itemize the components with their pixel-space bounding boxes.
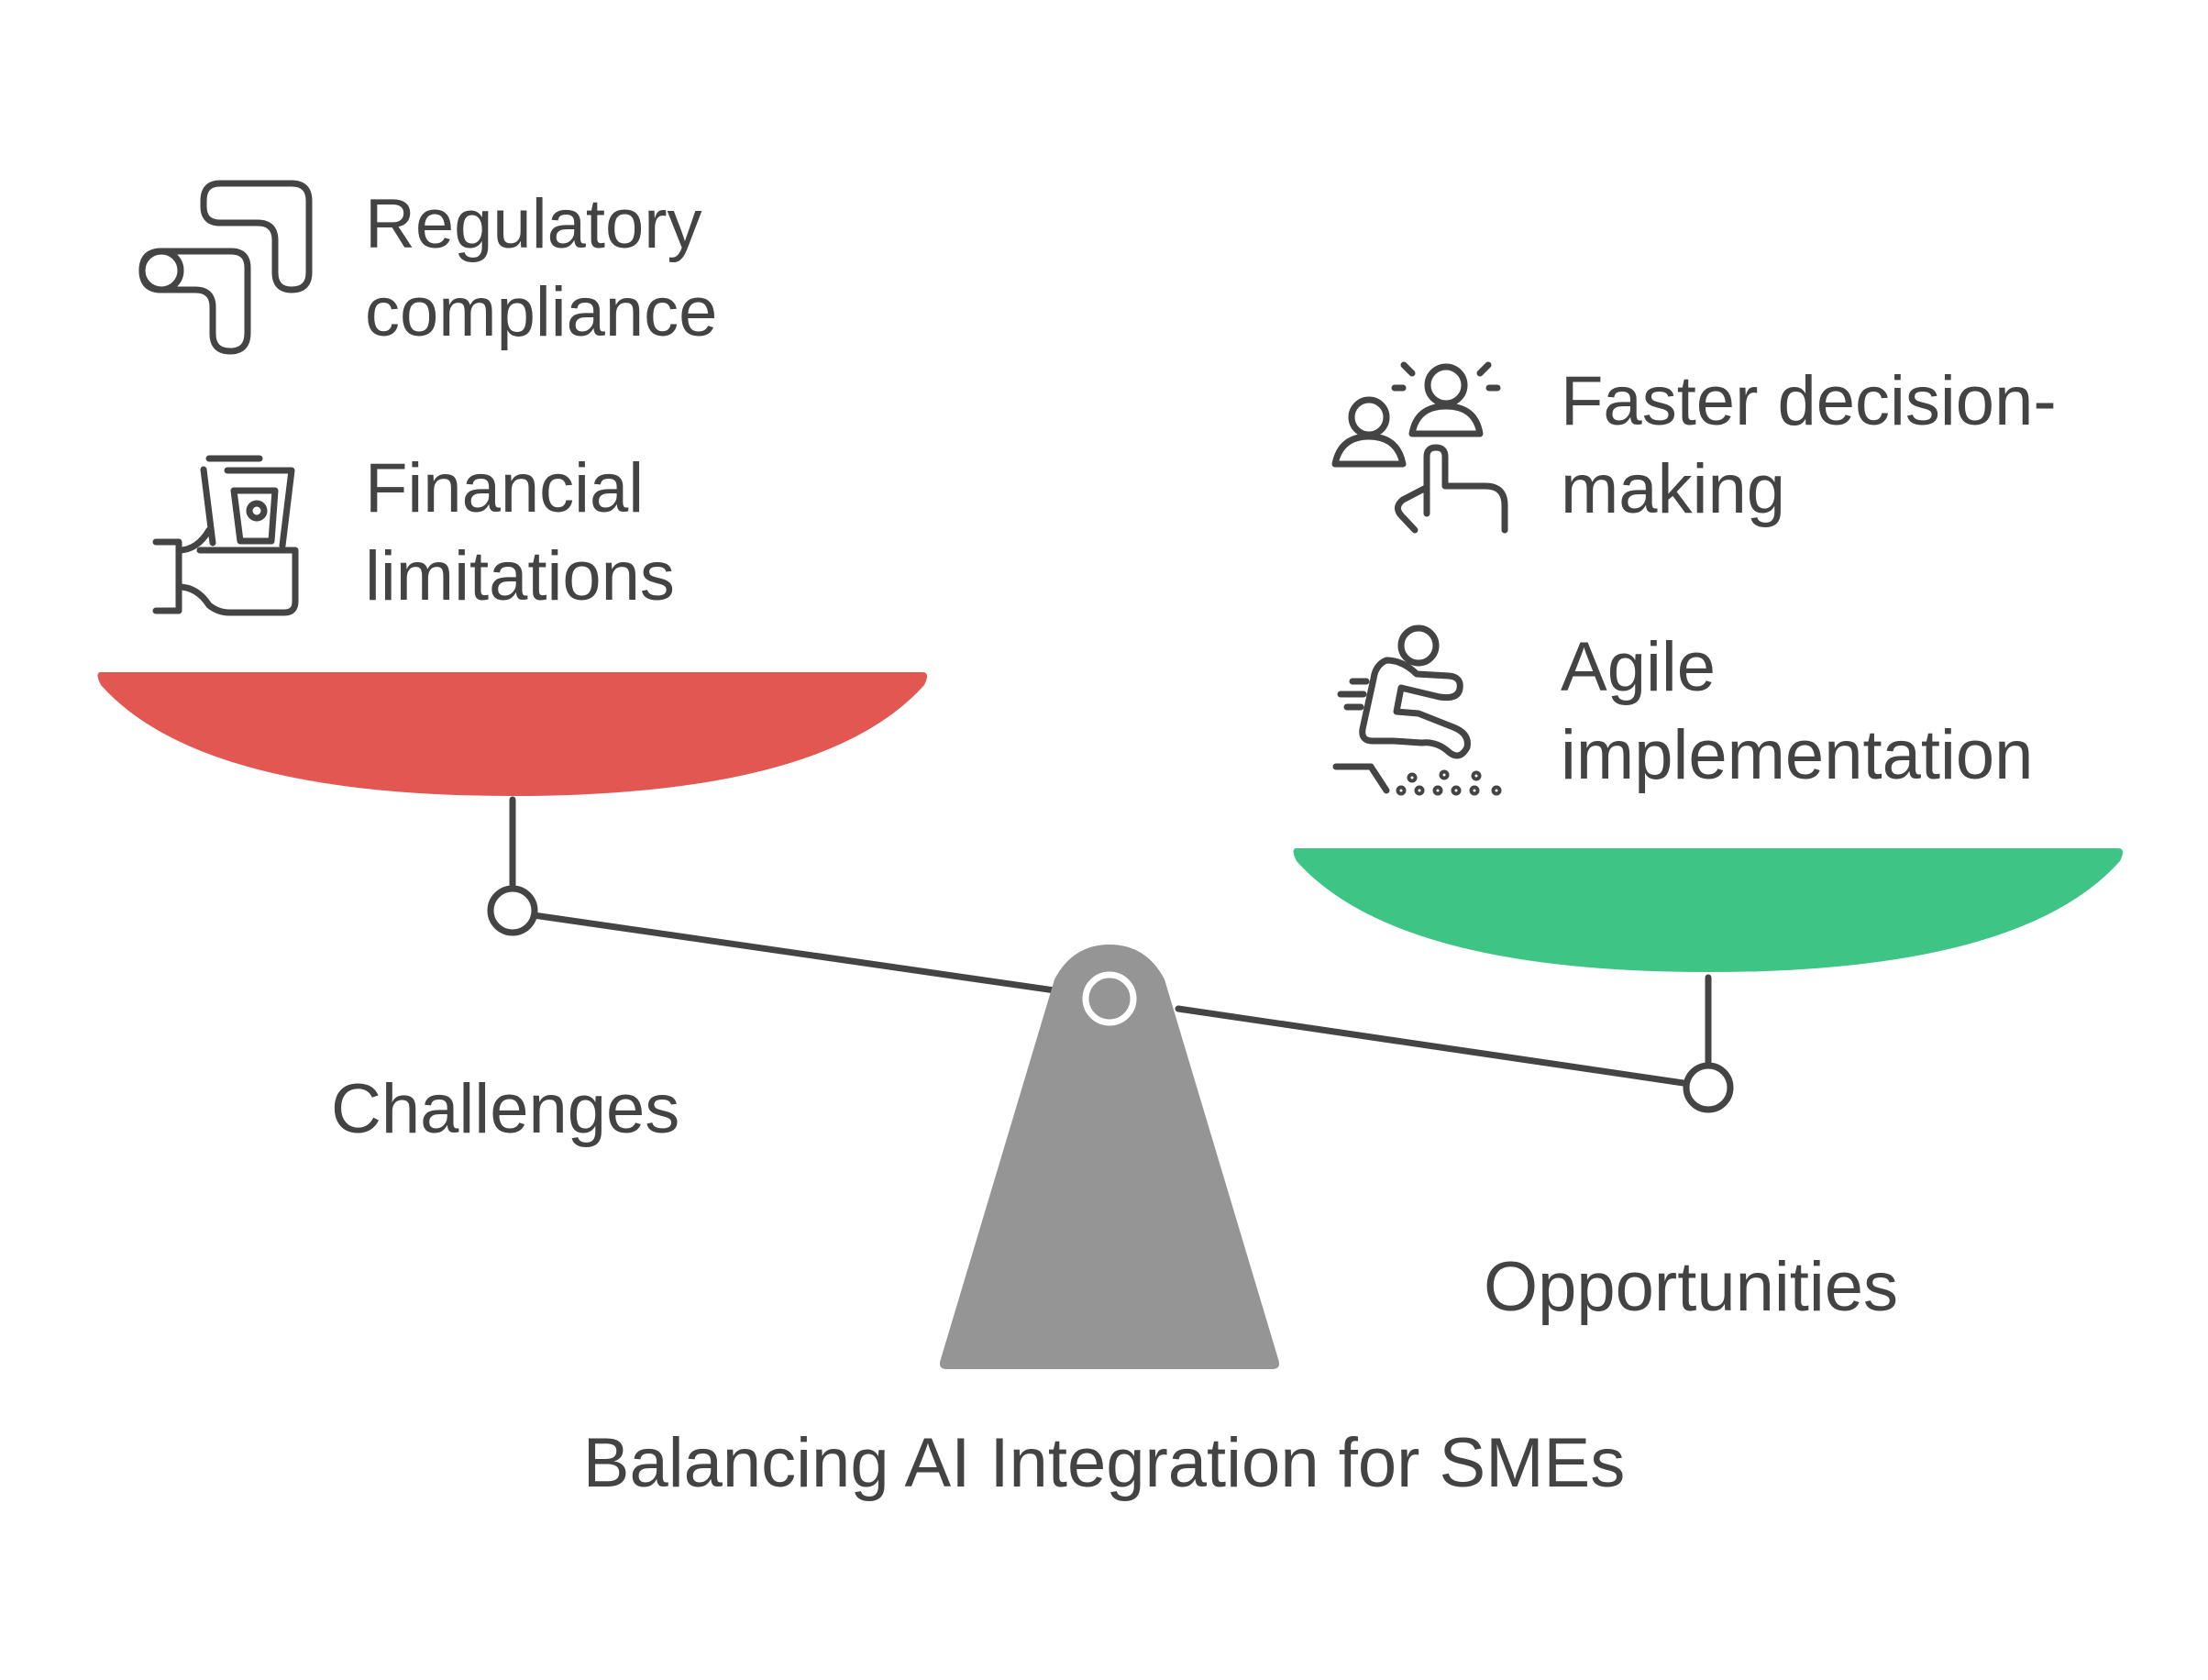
opportunities-pan xyxy=(1293,848,2124,972)
challenges-pan xyxy=(97,672,928,796)
opportunities-pivot xyxy=(1683,1062,1734,1113)
opportunities-item-faster-decision: Faster decision- making xyxy=(1561,358,2057,534)
hand-holding-money-icon xyxy=(152,455,299,616)
item-line: making xyxy=(1561,450,1785,528)
fulcrum xyxy=(939,945,1280,1369)
challenges-item-regulatory: Regulatory compliance xyxy=(365,181,717,357)
scale-beam-right xyxy=(1175,1005,1712,1090)
item-line: Regulatory xyxy=(365,185,702,263)
item-line: limitations xyxy=(365,537,675,615)
item-line: compliance xyxy=(365,273,718,351)
challenges-pivot xyxy=(487,885,538,936)
item-line: Financial xyxy=(365,449,645,527)
scale-beam-left xyxy=(511,909,1058,994)
diagram-title: Balancing AI Integration for SMEs xyxy=(582,1424,1626,1502)
challenges-item-financial: Financial limitations xyxy=(365,445,675,621)
opportunities-item-agile: Agile implementation xyxy=(1561,624,2033,800)
item-line: Agile xyxy=(1561,628,1716,706)
challenges-label: Challenges xyxy=(331,1070,680,1148)
people-decision-icon xyxy=(1331,361,1508,534)
item-line: Faster decision- xyxy=(1561,362,2057,440)
fulcrum-pivot xyxy=(1082,971,1137,1026)
signpost-icon xyxy=(138,180,313,355)
opportunities-label: Opportunities xyxy=(1484,1248,1899,1326)
running-person-icon xyxy=(1332,624,1502,796)
item-line: implementation xyxy=(1561,716,2034,794)
